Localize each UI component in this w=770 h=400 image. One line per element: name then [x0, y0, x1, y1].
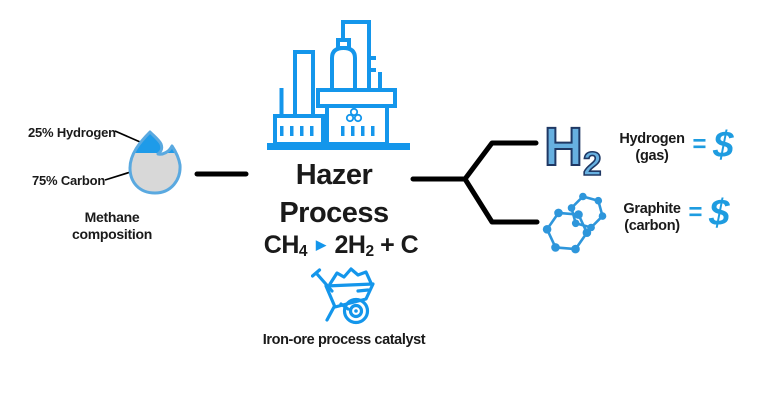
graphite-output-state: (carbon): [624, 217, 680, 234]
carbon-composition-label: 75% Carbon: [32, 173, 106, 188]
graphite-dollar-icon: $: [709, 192, 730, 233]
output-branch-lines: [410, 140, 540, 225]
process-title-line2: Process: [279, 197, 389, 229]
hydrogen-composition-label: 25% Hydrogen: [28, 125, 116, 140]
process-title-line1: Hazer: [295, 159, 373, 191]
graphite-molecule-icon: [542, 192, 607, 254]
hydrogen-value: = $: [692, 126, 734, 163]
factory-icon: [267, 20, 410, 150]
reaction-arrow-icon: ▶: [316, 237, 326, 252]
hydrogen-output-label: Hydrogen (gas): [600, 131, 704, 164]
hydrogen-symbol-subscript: 2: [582, 146, 602, 184]
process-title: Hazer Process: [234, 156, 434, 232]
hydrogen-equals-sign: =: [692, 130, 707, 158]
equation-product-rest: + C: [380, 231, 419, 259]
hydrogen-output-state: (gas): [635, 147, 669, 164]
hydrogen-symbol-letter: H: [543, 117, 584, 177]
equation-product-subscript: 2: [365, 243, 375, 261]
methane-caption-line1: Methane: [84, 209, 140, 225]
wheelbarrow-icon: [311, 267, 375, 325]
hydrogen-symbol: H2: [543, 117, 602, 182]
equation-reactant: CH: [263, 231, 300, 259]
graphite-equals-sign: =: [688, 198, 703, 226]
flame-icon: [128, 130, 182, 195]
hydrogen-dollar-icon: $: [713, 124, 734, 165]
chemical-equation: CH4 ▶ 2H2 + C: [241, 231, 441, 260]
graphite-output-name: Graphite: [623, 201, 681, 217]
flame-hydrogen-region: [133, 132, 177, 153]
factory-emblem-icon: [345, 107, 363, 123]
catalyst-caption: Iron-ore process catalyst: [262, 332, 426, 348]
equation-reactant-subscript: 4: [298, 243, 308, 261]
methane-caption-line2: composition: [72, 226, 152, 242]
graphite-output-label: Graphite (carbon): [600, 201, 704, 234]
graphite-value: = $: [688, 194, 730, 231]
equation-product: 2H: [334, 231, 366, 259]
hydrogen-output-name: Hydrogen: [619, 131, 685, 147]
methane-caption: Methane composition: [42, 209, 182, 243]
